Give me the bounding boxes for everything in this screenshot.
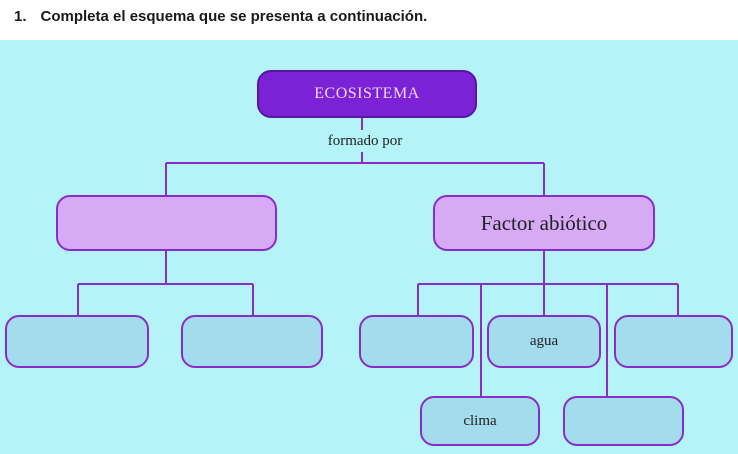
exercise-instruction: 1. Completa el esquema que se presenta a … [14, 8, 427, 25]
abiotic-example-label: agua [529, 333, 559, 349]
abiotic-example-label: clima [463, 412, 497, 429]
abiotic-factor-box: Factor abiótico [433, 195, 655, 251]
biotic-factor-box[interactable] [56, 195, 277, 251]
root-node-label: ECOSISTEMA [314, 85, 420, 102]
root-node-ecosistema: ECOSISTEMA [257, 70, 477, 118]
biotic-example-box-2[interactable] [181, 315, 323, 368]
abiotic-example-box-agua: agua [487, 315, 601, 368]
connector-label: formado por [327, 133, 403, 149]
abiotic-example-box-4[interactable] [563, 396, 684, 446]
exercise-text: Completa el esquema que se presenta a co… [40, 8, 428, 25]
exercise-number: 1. [14, 8, 27, 25]
abiotic-factor-label: Factor abiótico [480, 210, 608, 235]
abiotic-example-box-3[interactable] [614, 315, 733, 368]
biotic-example-box-1[interactable] [5, 315, 149, 368]
abiotic-example-box-clima: clima [420, 396, 540, 446]
abiotic-example-box-1[interactable] [359, 315, 474, 368]
